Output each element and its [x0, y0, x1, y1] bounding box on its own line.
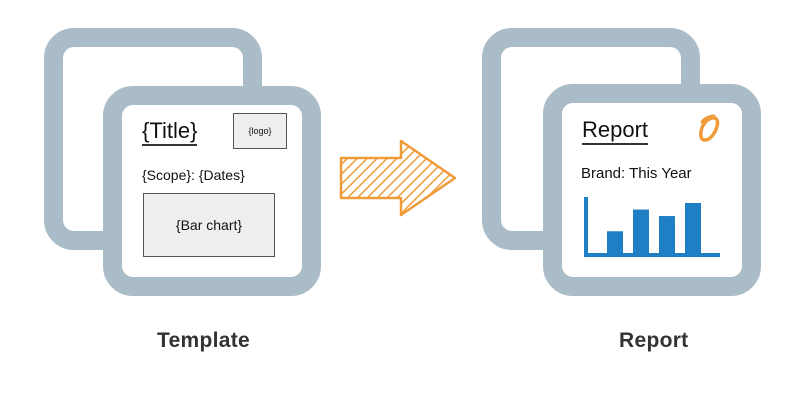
- report-document: Report Brand: This Year: [562, 103, 742, 277]
- chart-bar: [685, 203, 701, 253]
- chart-bar: [633, 209, 649, 253]
- chart-y-axis: [584, 197, 588, 255]
- chart-bar: [607, 231, 623, 253]
- template-scope-dates: {Scope}: {Dates}: [142, 167, 245, 183]
- report-title: Report: [582, 118, 649, 145]
- report-subtitle: Brand: This Year: [581, 165, 692, 182]
- right-arrow-icon: [339, 139, 457, 217]
- template-document: {Title} {logo} {Scope}: {Dates} {Bar cha…: [122, 105, 302, 277]
- chart-x-axis: [584, 253, 720, 257]
- report-caption: Report: [619, 329, 689, 352]
- brand-logo-icon: [696, 113, 722, 143]
- report-bar-chart: [584, 197, 720, 257]
- report-front-card: [543, 84, 761, 296]
- template-bar-chart-placeholder: {Bar chart}: [143, 193, 275, 257]
- chart-bar: [659, 216, 675, 253]
- template-logo: {logo}: [233, 113, 287, 149]
- template-title: {Title}: [142, 119, 198, 146]
- template-caption: Template: [157, 329, 251, 352]
